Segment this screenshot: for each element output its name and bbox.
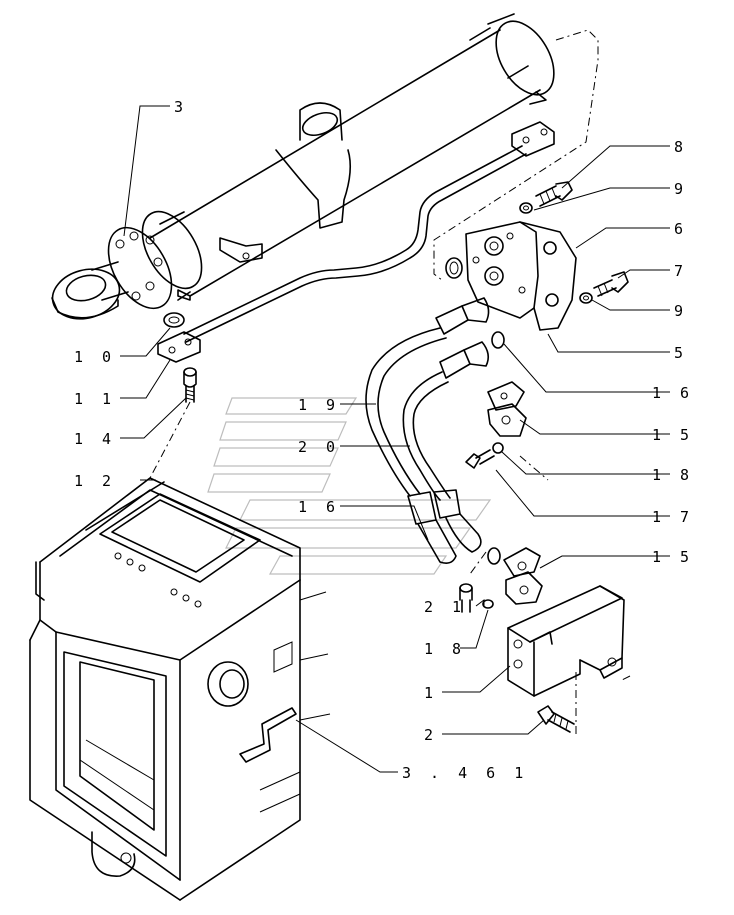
o-ring-10	[163, 312, 185, 328]
leader-lines	[120, 105, 670, 773]
valve-block	[507, 585, 625, 697]
callout-8: 8	[674, 138, 688, 156]
callout-1: 1	[424, 684, 438, 702]
split-flange-15-upper	[487, 381, 527, 437]
callout-12: 1 2	[74, 472, 116, 490]
callout-18: 1 8	[652, 466, 694, 484]
callout-15: 1 5	[652, 548, 694, 566]
callout-5: 5	[674, 344, 688, 362]
callout-7: 7	[674, 262, 688, 280]
bolt-2	[537, 705, 575, 733]
callout-3-461: 3 . 4 6 1	[402, 764, 528, 782]
callout-2: 2	[424, 726, 438, 744]
callout-16: 1 6	[298, 498, 340, 516]
callout-21: 2 1	[424, 598, 466, 616]
hydraulic-cylinder	[51, 13, 555, 320]
callout-15: 1 5	[652, 426, 694, 444]
callout-18: 1 8	[424, 640, 466, 658]
bolt-17	[465, 442, 504, 469]
watermark-logo	[207, 397, 492, 575]
callout-10: 1 0	[74, 348, 116, 366]
callout-6: 6	[674, 220, 688, 238]
split-flange-15-lower	[503, 547, 543, 605]
callout-9: 9	[674, 180, 688, 198]
hoses	[365, 297, 490, 564]
alignment-lines	[149, 29, 631, 736]
bolt-8	[519, 181, 573, 214]
callout-9: 9	[674, 302, 688, 320]
callout-11: 1 1	[74, 390, 116, 408]
callout-labels: 3 8 9 6 7 9 1 0 5 1 1 1 6 1 9 1 4 1 5 2 …	[74, 98, 694, 782]
callout-19: 1 9	[298, 396, 340, 414]
bolt-7	[579, 271, 629, 304]
bolt-21	[459, 583, 494, 613]
frame-housing	[29, 477, 331, 901]
callout-16: 1 6	[652, 384, 694, 402]
callout-17: 1 7	[652, 508, 694, 526]
callout-14: 1 4	[74, 430, 116, 448]
bolt-14	[183, 367, 197, 403]
hydraulic-tube	[157, 121, 555, 363]
manifold-block	[465, 221, 577, 331]
callout-3: 3	[174, 98, 188, 116]
callout-20: 2 0	[298, 438, 340, 456]
